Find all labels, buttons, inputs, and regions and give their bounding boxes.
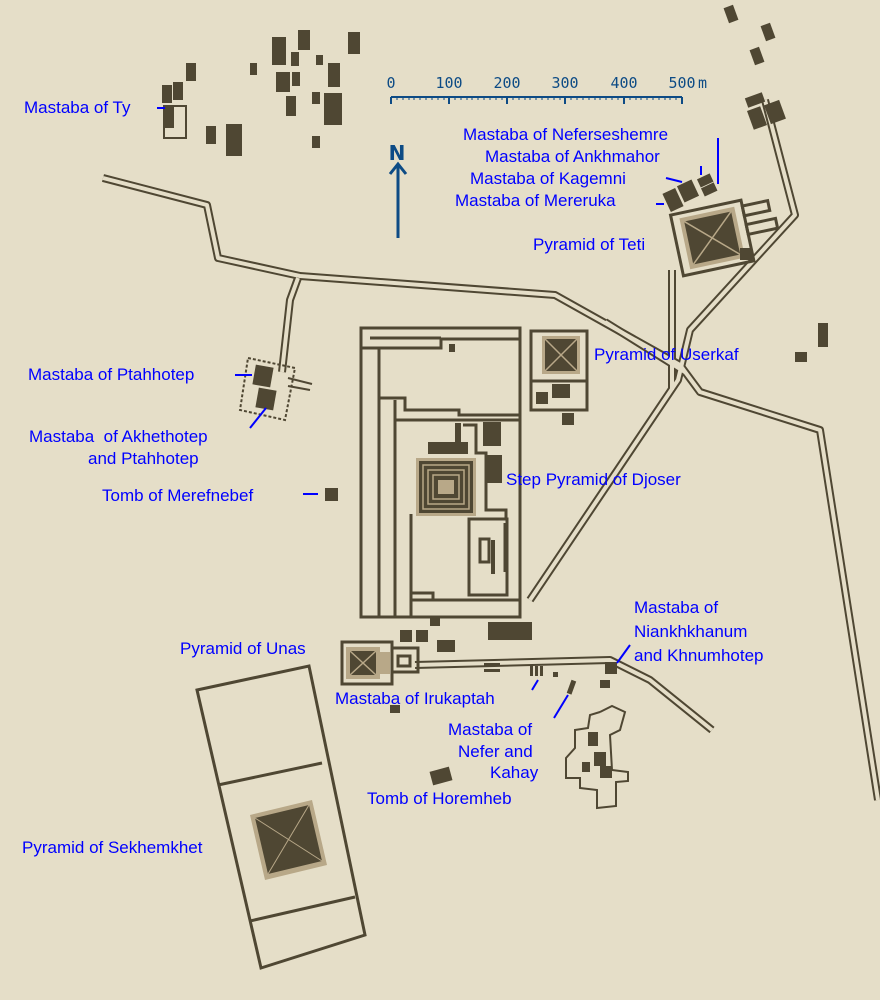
scale-label-500: 500 xyxy=(668,74,695,92)
scale-label-200: 200 xyxy=(493,74,520,92)
label-tomb-of-horemheb: Tomb of Horemheb xyxy=(367,789,512,808)
label-niankhkhanum-line1: Mastaba of xyxy=(634,598,718,617)
scale-label-0: 0 xyxy=(386,74,395,92)
label-nefer-line3: Kahay xyxy=(490,763,539,782)
label-mastaba-of-ankhmahor: Mastaba of Ankhmahor xyxy=(485,147,660,166)
label-mastaba-of-ptahhotep: Mastaba of Ptahhotep xyxy=(28,365,194,384)
sekhemkhet-complex xyxy=(195,664,367,970)
ptahhotep-enclosure xyxy=(238,356,338,501)
scale-bar: 0 100 200 300 400 500 m xyxy=(386,74,707,104)
label-pyramid-of-teti: Pyramid of Teti xyxy=(533,235,645,254)
djoser-complex xyxy=(359,326,532,652)
leader-lines xyxy=(157,107,719,719)
label-pyramid-of-sekhemkhet: Pyramid of Sekhemkhet xyxy=(22,838,203,857)
label-mastaba-of-ty: Mastaba of Ty xyxy=(24,98,131,117)
label-mastaba-of-kagemni: Mastaba of Kagemni xyxy=(470,169,626,188)
teti-area xyxy=(662,4,828,362)
label-mastaba-of-mereruka: Mastaba of Mereruka xyxy=(455,191,616,210)
scale-unit: m xyxy=(698,74,707,92)
label-and-ptahhotep: and Ptahhotep xyxy=(88,449,199,468)
roads xyxy=(101,98,880,801)
step-pyramid-of-djoser xyxy=(419,461,473,513)
label-tomb-of-merefnebef: Tomb of Merefnebef xyxy=(102,486,253,505)
label-niankhkhanum-line3: and Khnumhotep xyxy=(634,646,764,665)
label-mastaba-of-neferseshemre: Mastaba of Neferseshemre xyxy=(463,125,668,144)
south-tomb-cluster xyxy=(565,704,629,810)
tomb-of-merefnebef xyxy=(325,488,338,501)
userkaf-complex xyxy=(529,329,589,425)
label-mastaba-of-akhethotep: Mastaba of Akhethotep xyxy=(29,427,208,446)
label-step-pyramid-of-djoser: Step Pyramid of Djoser xyxy=(506,470,681,489)
label-pyramid-of-userkaf: Pyramid of Userkaf xyxy=(594,345,739,364)
unas-complex xyxy=(340,640,617,786)
label-mastaba-of-irukaptah: Mastaba of Irukaptah xyxy=(335,689,495,708)
north-label: N xyxy=(389,141,406,165)
label-pyramid-of-unas: Pyramid of Unas xyxy=(180,639,306,658)
mastaba-cluster-ty xyxy=(162,30,360,156)
label-nefer-line2: Nefer and xyxy=(458,742,533,761)
scale-label-100: 100 xyxy=(435,74,462,92)
label-niankhkhanum-line2: Niankhkhanum xyxy=(634,622,747,641)
north-arrow: N xyxy=(389,141,408,238)
labels: Mastaba of Ty Mastaba of Neferseshemre M… xyxy=(22,98,764,857)
label-nefer-line1: Mastaba of xyxy=(448,720,532,739)
scale-label-400: 400 xyxy=(610,74,637,92)
scale-label-300: 300 xyxy=(551,74,578,92)
